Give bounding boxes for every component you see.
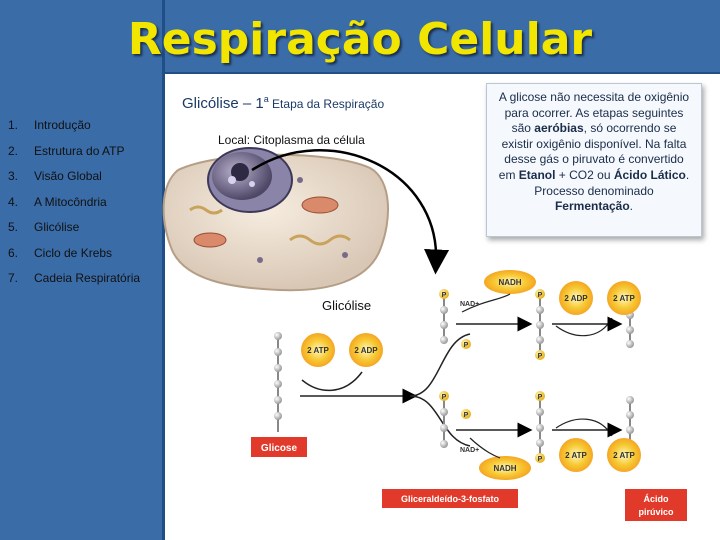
sidebar [0, 0, 165, 540]
section-heading: Glicólise – 1a Etapa da Respiração [182, 94, 384, 112]
menu-label: Cadeia Respiratória [34, 271, 141, 285]
nadh-label: NADH [498, 278, 521, 287]
phosphate-p: P [464, 342, 469, 349]
acido-label-2: pirúvico [638, 507, 674, 517]
menu-number: 4. [8, 194, 19, 209]
callout-bold: Etanol [518, 167, 556, 182]
info-callout: A glicose não necessita de oxigênio para… [486, 83, 702, 237]
atp-label: 2 ATP [613, 451, 635, 460]
callout-text: A glicose não necessita de oxigênio para… [498, 90, 690, 136]
upper-chain: P P P P NADH NAD+ 2 ADP 2 ATP [439, 270, 641, 360]
menu-item-glicolise[interactable]: 5. Glicólise [0, 220, 160, 246]
menu-label: Glicólise [34, 220, 80, 234]
adp-label: 2 ADP [564, 294, 588, 303]
menu-number: 2. [8, 143, 19, 158]
phosphate-p: P [538, 394, 543, 401]
menu-label: A Mitocôndria [34, 194, 107, 209]
split-arrow-down [409, 395, 471, 447]
lower-chain: P P P P NADH NAD+ 2 ATP 2 ATP [439, 391, 641, 480]
nad-label: NAD+ [460, 301, 479, 308]
callout-text: + CO2 ou [555, 167, 614, 182]
phosphate-p: P [538, 353, 543, 360]
atp-label: 2 ATP [307, 346, 329, 355]
callout-text: , só ocorrendo se existir oxigênio dispo… [498, 121, 687, 182]
callout-text: . [629, 199, 634, 214]
nadh-label: NADH [493, 464, 516, 473]
atp-label: 2 ATP [565, 451, 587, 460]
menu-number: 6. [8, 245, 19, 260]
glicolise-label: Glicólise [322, 298, 372, 313]
menu-item-ciclo-krebs[interactable]: 6. Ciclo de Krebs [0, 246, 160, 272]
nad-label: NAD+ [460, 447, 479, 454]
callout-bold: Fermentação [554, 199, 630, 214]
menu-number: 1. [8, 118, 19, 132]
atp-label: 2 ATP [613, 294, 635, 303]
acido-label-1: Ácido [643, 494, 669, 504]
callout-text: . Processo denominado [534, 167, 690, 198]
phosphate-p: P [442, 394, 447, 401]
pointer-arrow [251, 148, 450, 275]
menu-label: Estrutura do ATP [34, 143, 125, 158]
callout-bold: Ácido Lático [613, 167, 686, 182]
atp-adp-first: 2 ATP 2 ADP [300, 333, 418, 404]
slide-title: Respiração Celular [127, 14, 593, 65]
gliceraldeido-label: Gliceraldeído-3-fosfato [401, 494, 500, 504]
menu-number: 7. [8, 271, 19, 285]
adp-label: 2 ADP [354, 346, 378, 355]
location-text: Local: Citoplasma da célula [218, 133, 365, 147]
cell-illustration [162, 147, 389, 292]
topic-menu: 1. Introdução 2. Estrutura do ATP 3. Visão … [0, 118, 160, 297]
gliceraldeido-box [382, 489, 518, 508]
menu-number: 5. [8, 220, 19, 234]
glicose-label: Glicose [261, 443, 298, 454]
heading-main: Glicólise – 1 [182, 95, 264, 112]
menu-item-visao-global[interactable]: 3. Visão Global [0, 169, 160, 195]
phosphate-p: P [538, 456, 543, 463]
menu-item-introducao[interactable]: 1. Introdução [0, 118, 160, 144]
menu-label: Ciclo de Krebs [34, 245, 113, 260]
menu-label: Introdução [34, 118, 91, 132]
menu-item-estrutura-atp[interactable]: 2. Estrutura do ATP [0, 144, 160, 170]
menu-item-cadeia-respiratoria[interactable]: 7. Cadeia Respiratória [0, 271, 160, 297]
menu-number: 3. [8, 169, 19, 183]
heading-sup: a [263, 94, 269, 104]
phosphate-p: P [538, 292, 543, 299]
phosphate-p: P [442, 292, 447, 299]
split-arrow-up [409, 333, 471, 397]
acido-box [625, 489, 687, 521]
menu-item-mitocondria[interactable]: 4. A Mitocôndria [0, 195, 160, 221]
callout-bold: aeróbias [534, 121, 584, 136]
glucose-chain: Glicose [251, 332, 307, 457]
heading-rest: Etapa da Respiração [268, 97, 385, 111]
phosphate-p: P [464, 412, 469, 419]
menu-label: Visão Global [34, 169, 102, 183]
